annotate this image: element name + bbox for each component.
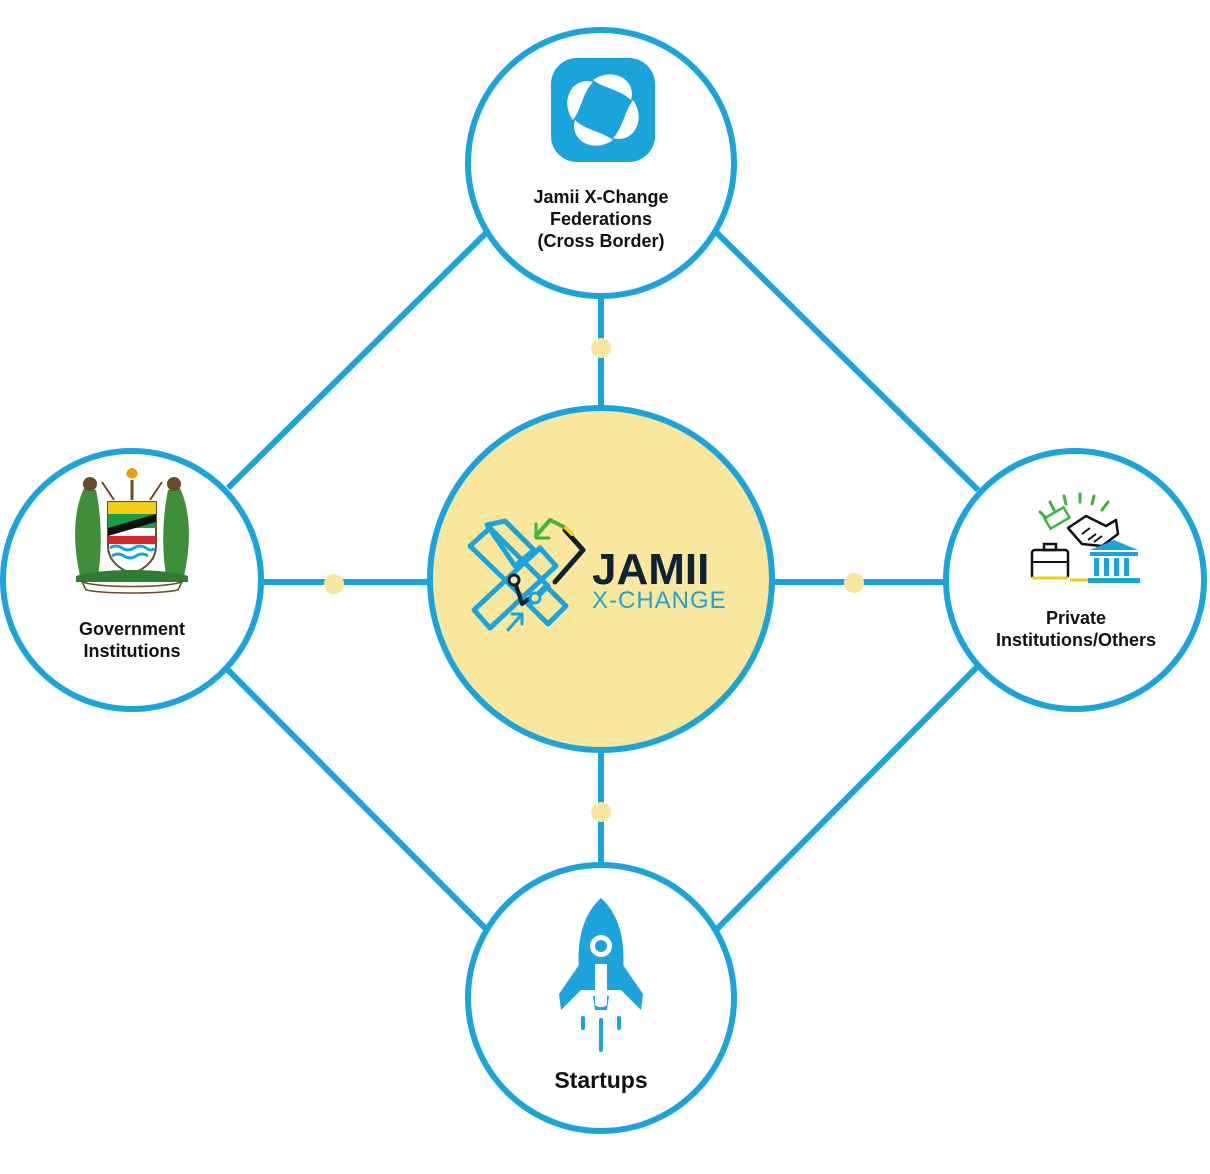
node-private-label-2: Institutions/Others xyxy=(996,630,1156,650)
outer-connectors xyxy=(225,229,981,933)
pinwheel-icon xyxy=(551,58,655,162)
connector-right-bottom xyxy=(713,663,981,933)
node-federations-label-3: (Cross Border) xyxy=(537,231,664,251)
node-government-label-1: Government xyxy=(79,619,185,639)
junction-dot-top xyxy=(591,338,611,358)
node-government-label-2: Institutions xyxy=(84,641,181,661)
node-government: Government Institutions xyxy=(0,448,264,712)
node-private-label-1: Private xyxy=(1046,608,1106,628)
connector-top-left xyxy=(225,229,490,491)
node-federations-label-1: Jamii X-Change xyxy=(533,187,668,207)
hub-node: JAMII X-CHANGE xyxy=(427,405,775,753)
junction-dot-bottom xyxy=(591,802,611,822)
connector-left-bottom xyxy=(225,667,490,933)
rocket-icon xyxy=(559,898,643,1052)
handshake-briefcase-bank-icon xyxy=(1030,492,1140,583)
node-federations-label-2: Federations xyxy=(550,209,652,229)
hub-circle xyxy=(427,405,775,753)
hub-logo-subword: X-CHANGE xyxy=(592,587,727,614)
junction-dot-left xyxy=(324,574,344,594)
node-startups: Startups xyxy=(465,862,737,1134)
junction-dot-right xyxy=(844,573,864,593)
hub-logo-word: JAMII xyxy=(592,545,709,594)
node-federations: Jamii X-Change Federations (Cross Border… xyxy=(465,27,737,299)
node-private: Private Institutions/Others xyxy=(943,448,1207,712)
node-federations-circle xyxy=(465,27,737,299)
node-startups-label: Startups xyxy=(554,1067,647,1093)
jamii-xchange-logo-icon xyxy=(467,518,586,632)
connector-top-right xyxy=(713,229,981,493)
coat-of-arms-icon xyxy=(75,468,189,594)
junction-dots xyxy=(324,338,864,822)
